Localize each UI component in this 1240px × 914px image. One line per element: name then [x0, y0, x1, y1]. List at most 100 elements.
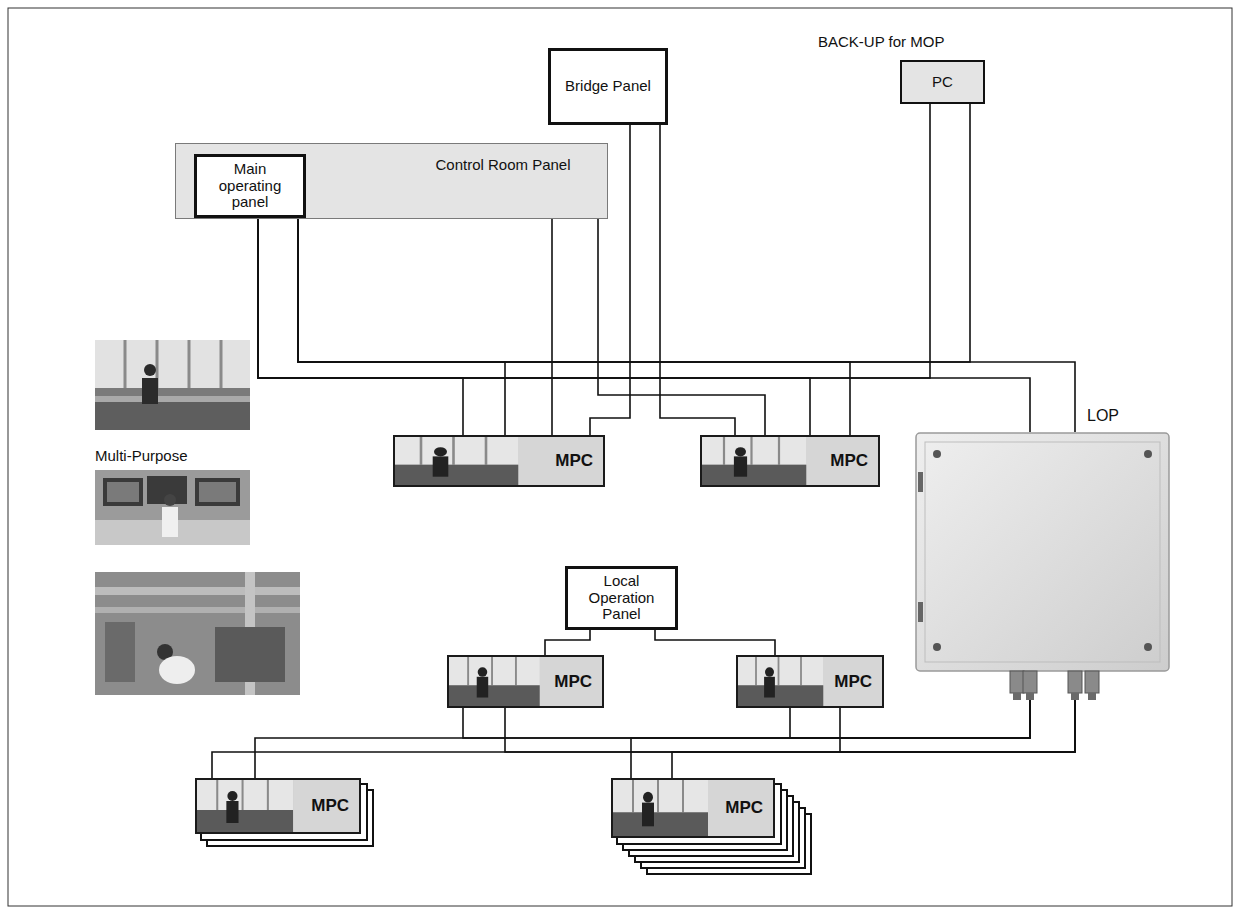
photo-person [643, 792, 653, 803]
heading-label: BACK-UP for MOP [818, 34, 944, 51]
photo-sill [95, 388, 250, 396]
photo-person [433, 456, 449, 476]
lop-cabinet-drawing [915, 432, 1170, 700]
cable-gland [1010, 671, 1024, 693]
photo-monitor [103, 478, 143, 506]
cable-gland [1026, 693, 1034, 700]
cabinet-screw [1144, 450, 1152, 458]
photo-window [702, 437, 807, 465]
cable-gland [1088, 693, 1096, 700]
cabinet-screw [1144, 643, 1152, 651]
lop-cabinet [915, 432, 1170, 700]
photo-ground [395, 437, 603, 485]
photo-mullion [633, 780, 683, 812]
photo-ground [95, 572, 300, 695]
mpc-label: MPC [554, 672, 592, 691]
network-cable [631, 700, 1030, 778]
main-operating-panel: Main operating panel [194, 154, 306, 218]
photo-person [227, 791, 237, 801]
photo-console [395, 465, 519, 485]
network-cable [551, 219, 553, 435]
photo-panel [540, 657, 602, 706]
network-cable [545, 630, 590, 655]
photo-screen [199, 482, 236, 502]
mpc-console: MPC [736, 655, 884, 708]
engine-room-photo [95, 572, 300, 695]
network-cable [298, 218, 1075, 432]
cabinet-body [916, 433, 1169, 671]
backup-pc: PC BACK-UP for MOP [818, 34, 993, 106]
photo-console [738, 685, 824, 706]
network-cable [258, 218, 810, 435]
photo-window [613, 780, 708, 812]
photo-console [197, 810, 293, 832]
panel-label: Bridge Panel [565, 78, 651, 95]
cabinet-hinge [918, 602, 923, 622]
photo-person [734, 456, 747, 476]
cabinet-door [925, 442, 1160, 662]
photo-mullion [125, 340, 221, 388]
photo-person [144, 364, 156, 376]
mpc-label: MPC [725, 799, 763, 818]
photo-monitor [195, 478, 240, 506]
photo-ground [197, 780, 359, 832]
mpc-label: MPC [830, 452, 868, 471]
panel-label: Control Room Panel [408, 157, 598, 174]
photo-console [95, 402, 250, 430]
lop-enclosure: LOP [915, 395, 1170, 700]
mpc-console: MPC [611, 778, 775, 838]
pc-box: PC [900, 60, 985, 104]
photo-person [478, 667, 488, 676]
photo-mullion [421, 437, 486, 465]
photo-pipe [95, 587, 300, 595]
photo-ground [95, 470, 250, 545]
heading-label: LOP [1087, 407, 1119, 425]
mpc-label: MPC [555, 452, 593, 471]
photo-mullion [217, 780, 268, 810]
panel-label: Main operating panel [201, 161, 299, 211]
control-room-panel: Control Room Panel Main operating panel [175, 143, 608, 219]
photo-person [477, 677, 488, 698]
mpc-label: MPC [311, 797, 349, 816]
photo-ground [738, 657, 882, 706]
photo-ground [95, 340, 250, 430]
photo-console [702, 465, 807, 485]
photo-mullion [724, 437, 779, 465]
caption-label: Multi-Purpose [95, 447, 188, 464]
cable-gland [1068, 671, 1082, 693]
photo-panel [293, 780, 359, 832]
mpc-console: MPC [447, 655, 604, 708]
network-cable [655, 630, 775, 655]
network-cable [298, 218, 850, 435]
photo-person [142, 378, 158, 404]
photo-console [449, 685, 540, 706]
photo-panel [708, 780, 773, 836]
photo-person [434, 447, 447, 456]
bridge-panel: Bridge Panel [548, 48, 668, 125]
network-cable [672, 700, 1075, 778]
photo-person [735, 447, 746, 456]
diagram-frame [8, 8, 1232, 906]
mpc-label: MPC [834, 672, 872, 691]
photo-console [613, 812, 708, 836]
mpc-console: MPC [700, 435, 880, 487]
photo-person [764, 677, 775, 698]
network-cable [598, 219, 765, 435]
cable-gland [1071, 693, 1079, 700]
photo-person [642, 803, 654, 827]
cable-gland [1023, 671, 1037, 693]
network-cable [660, 125, 735, 435]
photo-window [95, 340, 250, 388]
photo-mullion [468, 657, 516, 685]
mpc-console: MPC [195, 778, 361, 834]
photo-person [765, 667, 774, 676]
photo-pipe [95, 607, 300, 613]
cabinet-screw [933, 643, 941, 651]
photo-window [395, 437, 519, 465]
network-cable [212, 700, 1075, 778]
photo-panel [824, 657, 883, 706]
network-cable [255, 700, 1030, 778]
mpc-console: MPC [393, 435, 605, 487]
bridge-photo [95, 340, 250, 430]
photo-window [197, 780, 293, 810]
